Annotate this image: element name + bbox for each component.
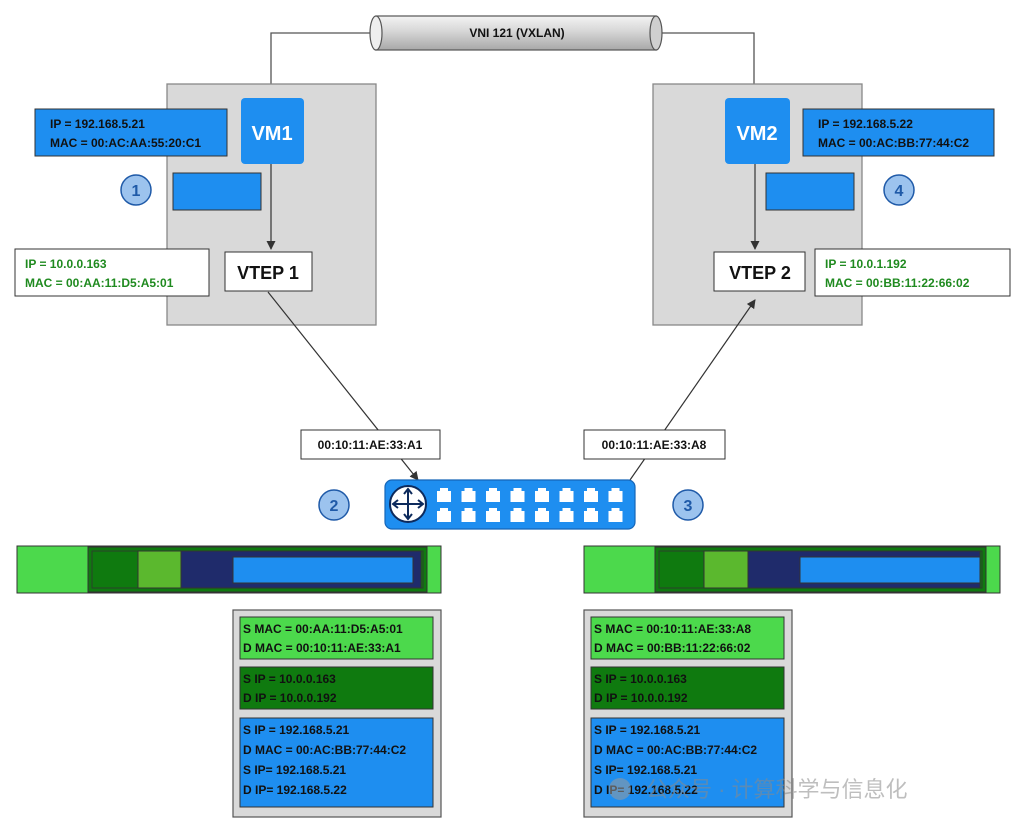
outer-dst-ip-right: D IP = 10.0.0.192	[594, 691, 688, 705]
vtep1[interactable]	[224, 251, 313, 292]
inner-line2-right: D MAC = 00:AC:BB:77:44:C2	[594, 743, 757, 757]
step-2-label: 2	[330, 498, 339, 515]
vm1-ip: IP = 192.168.5.21	[50, 117, 145, 131]
switch-port-icon	[437, 508, 451, 522]
step-1-label: 1	[132, 183, 141, 200]
step-3-marker: 3	[672, 489, 704, 521]
packet-bar-right	[583, 545, 1001, 594]
step-1-marker: 1	[120, 174, 152, 206]
watermark: 公众号 · 计算科学与信息化	[609, 777, 908, 802]
vtep1-info-box	[14, 248, 210, 297]
wechat-icon	[609, 778, 631, 800]
outer-mac-header-right	[590, 616, 785, 660]
outer-ip-header-right	[590, 666, 785, 710]
vm1-mac: MAC = 00:AC:AA:55:20:C1	[50, 136, 201, 150]
switch-port-icon	[437, 488, 451, 502]
vtep1-label: VTEP 1	[237, 263, 299, 283]
packet-bar-left	[16, 545, 442, 594]
vtep2-mac: MAC = 00:BB:11:22:66:02	[825, 276, 970, 290]
switch-port-left-box	[300, 429, 441, 460]
vm1[interactable]	[241, 98, 304, 164]
switch-port-icon	[608, 488, 623, 502]
vm2[interactable]	[725, 98, 790, 164]
vm1-info-box	[34, 108, 228, 157]
step-2-marker: 2	[318, 489, 350, 521]
vm2-info-box	[802, 108, 995, 157]
tunnel-label: VNI 121 (VXLAN)	[469, 26, 564, 40]
step-4-marker: 4	[883, 174, 915, 206]
inner-line1-right: S IP = 192.168.5.21	[594, 723, 701, 737]
inner-line3-right: S IP= 192.168.5.21	[594, 763, 697, 777]
tunnel-link-right	[656, 32, 755, 84]
vtep1-ip: IP = 10.0.0.163	[25, 257, 107, 271]
vtep2-info-box	[814, 248, 1011, 297]
switch-port-icon	[584, 508, 598, 522]
vtep2[interactable]	[713, 251, 806, 292]
switch-router-icon	[389, 485, 427, 523]
vtep2-ip: IP = 10.0.1.192	[825, 257, 907, 271]
switch-port-icon	[461, 488, 476, 502]
switch-port-icon	[608, 508, 623, 522]
network-switch[interactable]	[384, 479, 636, 530]
switch-port-icon	[510, 508, 525, 522]
outer-src-ip-right: S IP = 10.0.0.163	[594, 672, 687, 686]
switch-port-icon	[559, 508, 574, 522]
outer-mac-header-left	[239, 616, 434, 660]
outer-dst-mac-left: D MAC = 00:10:11:AE:33:A1	[243, 641, 401, 655]
switch-port-left-mac: 00:10:11:AE:33:A1	[318, 438, 423, 452]
switch-port-grid	[437, 488, 623, 522]
vm2-label: VM2	[736, 123, 777, 145]
step-4-label: 4	[895, 183, 904, 200]
watermark-text: 公众号 · 计算科学与信息化	[646, 777, 908, 802]
step-3-label: 3	[684, 498, 693, 515]
switch-port-right-mac: 00:10:11:AE:33:A8	[602, 438, 707, 452]
outer-src-mac-left: S MAC = 00:AA:11:D5:A5:01	[243, 622, 403, 636]
vm2-mac: MAC = 00:AC:BB:77:44:C2	[818, 136, 969, 150]
outer-dst-ip-left: D IP = 10.0.0.192	[243, 691, 337, 705]
inner-line1-left: S IP = 192.168.5.21	[243, 723, 350, 737]
switch-port-icon	[535, 488, 549, 502]
vm1-label: VM1	[251, 123, 292, 145]
inner-frame-left	[239, 717, 434, 808]
inner-line3-left: S IP= 192.168.5.21	[243, 763, 346, 777]
switch-port-icon	[510, 488, 525, 502]
switch-port-icon	[486, 508, 500, 522]
switch-port-right-box	[583, 429, 726, 460]
switch-port-icon	[461, 508, 476, 522]
vm2-ip: IP = 192.168.5.22	[818, 117, 913, 131]
vm2-nic	[765, 172, 855, 211]
vxlan-tunnel: VNI 121 (VXLAN)	[369, 15, 663, 51]
switch-port-icon	[584, 488, 598, 502]
tunnel-link-left	[270, 32, 376, 84]
inner-line2-left: D MAC = 00:AC:BB:77:44:C2	[243, 743, 406, 757]
switch-port-icon	[486, 488, 500, 502]
outer-dst-mac-right: D MAC = 00:BB:11:22:66:02	[594, 641, 751, 655]
vm1-nic	[172, 172, 262, 211]
switch-port-icon	[535, 508, 549, 522]
outer-src-ip-left: S IP = 10.0.0.163	[243, 672, 336, 686]
vtep2-label: VTEP 2	[729, 263, 791, 283]
outer-src-mac-right: S MAC = 00:10:11:AE:33:A8	[594, 622, 751, 636]
switch-port-icon	[559, 488, 574, 502]
vtep1-mac: MAC = 00:AA:11:D5:A5:01	[25, 276, 174, 290]
outer-ip-header-left	[239, 666, 434, 710]
inner-line4-left: D IP= 192.168.5.22	[243, 783, 347, 797]
